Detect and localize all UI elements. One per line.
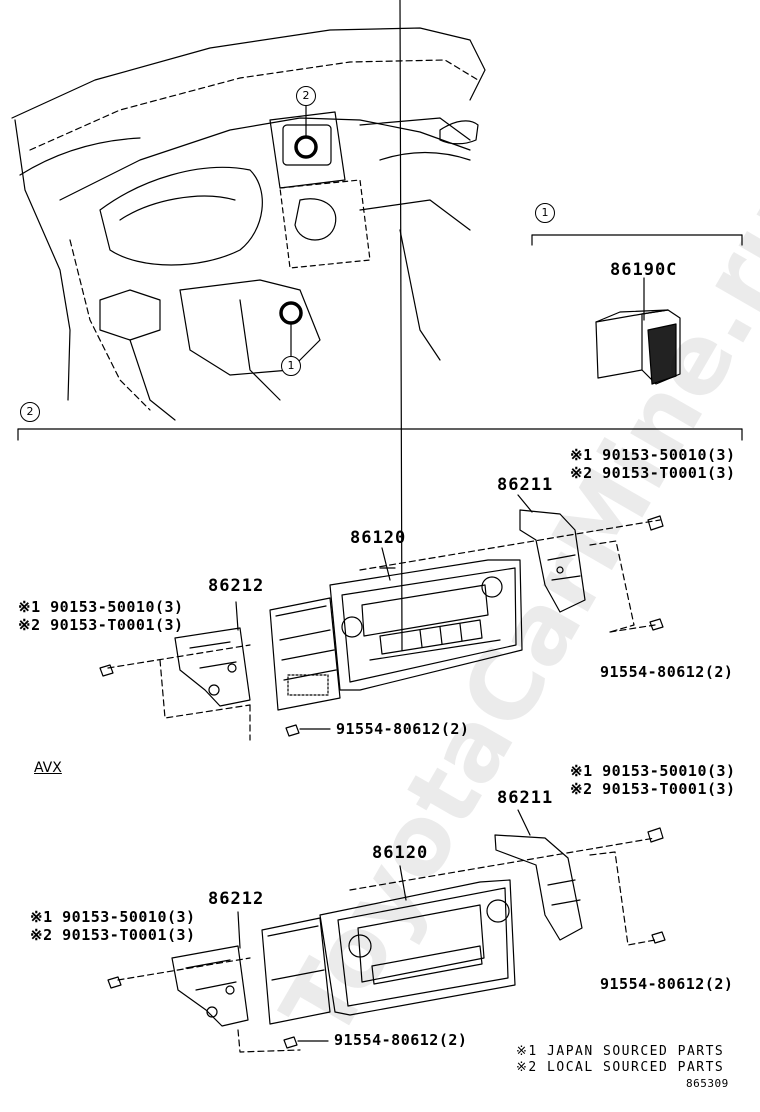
upper-right-screw-local: ※2 90153-T0001(3) [570, 464, 736, 482]
lower-right-screw-japan: ※1 90153-50010(3) [570, 762, 736, 780]
section-2-bracket-line [17, 428, 743, 441]
upper-bracket-86211-label: 86211 [497, 475, 554, 495]
upper-left-screw-japan: ※1 90153-50010(3) [18, 598, 184, 616]
figure-number: 865309 [686, 1077, 729, 1090]
upper-right-screw-japan: ※1 90153-50010(3) [570, 446, 736, 464]
lower-left-screw-japan: ※1 90153-50010(3) [30, 908, 196, 926]
lower-right-screw-local: ※2 90153-T0001(3) [570, 780, 736, 798]
upper-right-bolt: 91554-80612(2) [600, 663, 734, 681]
upper-bracket-86212-label: 86212 [208, 576, 265, 596]
lower-bracket-86212-label: 86212 [208, 889, 265, 909]
legend-japan-sourced: ※1 JAPAN SOURCED PARTS [516, 1044, 725, 1059]
legend-local-sourced: ※2 LOCAL SOURCED PARTS [516, 1060, 725, 1075]
upper-left-bolt: 91554-80612(2) [336, 720, 470, 738]
upper-display-86120-label: 86120 [350, 528, 407, 548]
avx-variant-label: AVX [34, 760, 62, 776]
part-86190c-label: 86190C [610, 260, 678, 280]
callout-2-section: 2 [20, 402, 40, 422]
upper-assembly-illustration [99, 0, 664, 741]
callout-1-section: 1 [535, 203, 555, 223]
lower-assembly-illustration [107, 809, 666, 1053]
lower-display-86120-label: 86120 [372, 843, 429, 863]
section-1-illustration [531, 234, 743, 385]
upper-left-screw-local: ※2 90153-T0001(3) [18, 616, 184, 634]
lower-left-screw-local: ※2 90153-T0001(3) [30, 926, 196, 944]
lower-left-bolt: 91554-80612(2) [334, 1031, 468, 1049]
dashboard-illustration [11, 27, 486, 421]
callout-1-dash: 1 [281, 356, 301, 376]
callout-2-top: 2 [296, 86, 316, 106]
lower-bracket-86211-label: 86211 [497, 788, 554, 808]
lower-right-bolt: 91554-80612(2) [600, 975, 734, 993]
